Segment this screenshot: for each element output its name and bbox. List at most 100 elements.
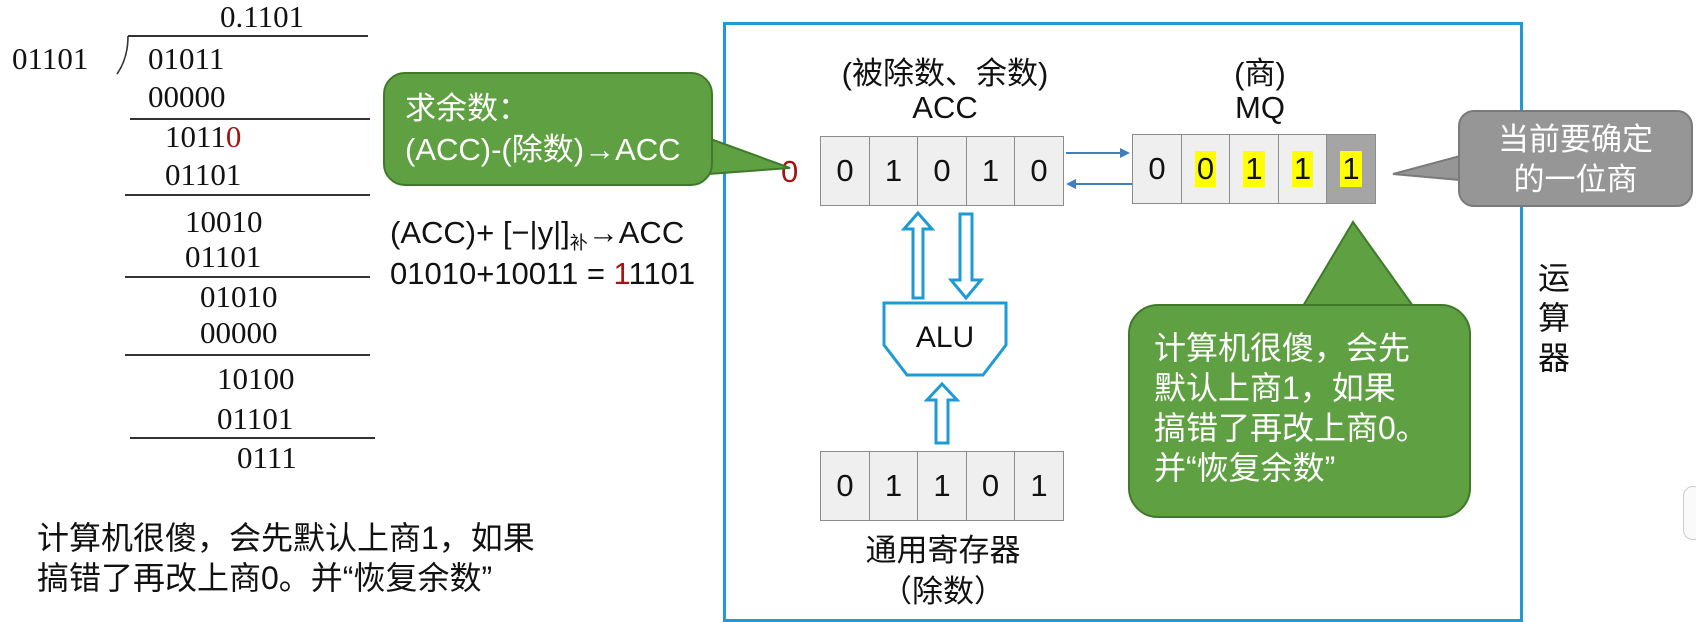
subtraction-line [125,354,370,356]
remainder-callout: 求余数： (ACC)-(除数)→ACC [383,72,713,186]
division-row-new-bit: 0 [225,119,242,154]
unit-label-1: 运 [1538,260,1571,296]
formula-prefix: 01010+10011 = [390,256,614,291]
division-row: 01010 [200,280,278,314]
register-to-alu-arrow [923,381,961,445]
subtraction-line [125,276,370,278]
general-register-bit-cell: 0 [820,451,870,521]
current-bit-callout: 当前要确定 的一位商 [1458,110,1693,207]
explain-callout-line2: 默认上商1，如果 [1154,370,1396,406]
formula-rest: 1101 [628,256,696,291]
current-bit-callout-tail [1392,154,1461,182]
mq-caption: (商) [1234,56,1286,91]
division-row-digits: 00000 [148,79,226,114]
bottom-note-line1: 计算机很傻，会先默认上商1，如果 [37,520,535,556]
subtraction-line [125,194,370,196]
division-row-digits: 00000 [200,315,278,350]
division-row: 10100 [217,362,295,396]
division-row-digits: 1011 [165,119,226,154]
general-register-bit: 0 [981,468,1000,503]
alu-to-acc-arrow [900,210,936,300]
mq-bit: 0 [1148,151,1166,186]
acc-bit: 1 [981,153,1000,188]
alu-label: ALU [915,321,975,354]
general-register-bit: 1 [1030,468,1048,503]
division-row-digits: 0111 [237,440,297,475]
division-row-digits: 01101 [165,157,242,192]
mq-bit-cell: 1 [1229,134,1279,204]
division-row-digits: 01101 [217,401,294,436]
division-row: 00000 [148,80,226,114]
subtraction-line [130,437,375,439]
mq-bit-cell: 1 [1326,134,1376,204]
division-row: 00000 [200,316,278,350]
mq-bit: 0 [1194,151,1217,187]
acc-bit-cell: 0 [1014,136,1064,206]
side-scroll-handle[interactable] [1683,486,1696,540]
remainder-callout-tail [707,136,791,176]
division-row: 0111 [237,441,297,475]
division-row-digits: 01101 [185,239,262,274]
division-row: 01011 [148,42,224,76]
formula-sign-bit: 1 [613,256,629,291]
general-register-caption: 通用寄存器 [865,533,1021,568]
acc-bit: 1 [884,153,903,188]
general-register-bit-cell: 1 [1014,451,1064,521]
acc-to-alu-arrow [947,212,985,301]
division-row-digits: 10100 [217,361,295,396]
acc-mq-arrows [1066,148,1132,189]
alu-shape [882,301,1008,377]
explain-callout-line1: 计算机很傻，会先 [1154,330,1411,366]
current-bit-callout-line2: 的一位商 [1513,162,1638,197]
divisor: 01101 [12,41,89,76]
formula-line2: 01010+10011 = 11101 [390,256,695,292]
explain-callout-line4: 并“恢复余数” [1154,450,1336,486]
acc-caption: (被除数、余数) [841,56,1049,91]
acc-bit-cell: 0 [820,136,870,206]
subtraction-line [130,118,370,120]
mq-name: MQ [1235,90,1285,125]
acc-bit: 0 [933,153,951,188]
acc-bit: 0 [1030,153,1048,188]
formula-line1: (ACC)+ [−|y|]补→ACC [390,215,684,255]
arithmetic-unit-box [723,22,1523,622]
explain-callout-tail [1301,220,1415,307]
formula-line1-text: (ACC)+ [−|y|]补→ACC [390,215,685,253]
general-register-subcaption: （除数） [881,574,1005,609]
explain-callout-line3: 搞错了再改上商0。 [1154,410,1428,446]
quotient: 0.1101 [220,0,305,34]
current-bit-callout-line1: 当前要确定 [1498,122,1653,157]
bottom-note-line2: 搞错了再改上商0。并“恢复余数” [37,560,493,596]
division-row: 01101 [165,158,241,192]
general-register-bit-cell: 1 [868,451,919,521]
acc-bit-cell: 0 [917,136,967,206]
acc-bit: 0 [836,153,854,188]
unit-label-3: 器 [1538,340,1571,376]
remainder-callout-line1: 求余数： [405,91,529,126]
division-row-digits: 01011 [148,41,225,76]
mq-bit-cell: 0 [1132,134,1182,204]
general-register-bit: 1 [933,468,951,503]
remainder-callout-line2: (ACC)-(除数)→ACC [405,132,681,167]
division-row: 10110 [165,120,241,154]
mq-bit: 1 [1291,151,1314,187]
mq-bit-cell: 1 [1277,134,1328,204]
explain-callout: 计算机很傻，会先 默认上商1，如果 搞错了再改上商0。 并“恢复余数” [1128,304,1471,518]
division-row-digits: 10010 [185,204,263,239]
unit-label-2: 算 [1538,300,1571,336]
acc-overflow-bit: 0 [781,154,799,189]
mq-bit: 1 [1243,151,1265,187]
division-row-digits: 01010 [200,279,278,314]
division-row: 01101 [185,240,261,274]
mq-bit: 1 [1340,151,1362,187]
general-register-bit: 0 [836,468,854,503]
division-bar [128,35,368,37]
division-row: 10010 [185,205,263,239]
general-register-bit-cell: 1 [917,451,967,521]
division-row: 01101 [217,402,293,436]
